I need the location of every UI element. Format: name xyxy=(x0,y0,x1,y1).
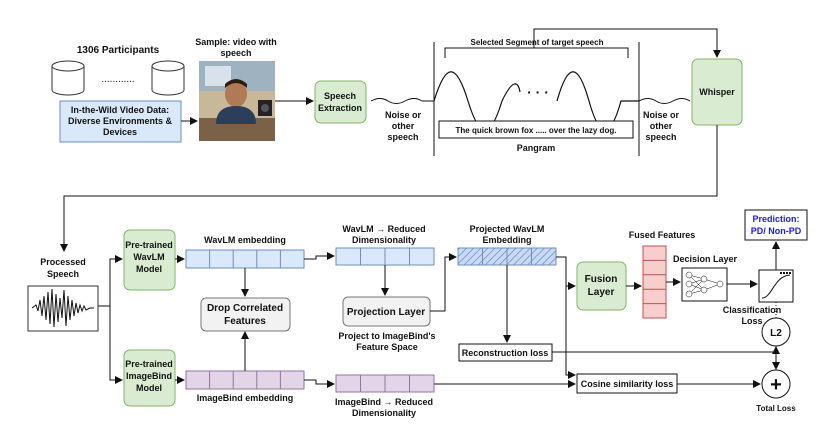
imagebind-reduced-line1: ImageBind → Reduced xyxy=(335,397,433,407)
database-icon xyxy=(151,60,185,96)
noise-left-line2: other xyxy=(392,121,415,131)
decision-layer-label: Decision Layer xyxy=(673,254,738,264)
drop-correlated-line1: Drop Correlated xyxy=(207,303,283,314)
pangram-label: Pangram xyxy=(517,143,556,153)
reconstruction-loss-label: Reconstruction loss xyxy=(462,348,549,358)
speech-extraction-box xyxy=(314,80,367,124)
imagebind-model-line1: Pre-trained xyxy=(125,359,173,369)
speech-wave-left-noise xyxy=(370,98,434,104)
fused-features-label: Fused Features xyxy=(629,230,696,240)
projection-layer-label: Projection Layer xyxy=(347,307,425,318)
processed-speech-line1: Processed xyxy=(40,257,86,267)
projected-embedding-line2: Embedding xyxy=(483,235,532,245)
project-to-line1: Project to ImageBind's xyxy=(338,331,435,341)
selected-segment-label: Selected Segment of target speech xyxy=(471,38,604,47)
segment-bracket xyxy=(444,47,629,58)
imagebind-model-line3: Model xyxy=(136,383,162,393)
classification-loss-line1: Classification xyxy=(723,305,782,315)
sample-label-line2: speech xyxy=(220,48,251,58)
database-dots: ............ xyxy=(101,74,134,85)
fused-features-vector xyxy=(642,245,667,319)
projected-embedding-line1: Projected WavLM xyxy=(470,224,545,234)
drop-correlated-line2: Features xyxy=(224,316,266,327)
sample-video-image xyxy=(199,61,275,141)
audio-waveform-icon xyxy=(27,285,99,332)
wavlm-reduced-vector xyxy=(335,247,435,266)
speech-wave-right-noise xyxy=(638,98,691,104)
wavlm-reduced-line1: WavLM → Reduced xyxy=(342,224,425,234)
arrow-whisper-to-processed xyxy=(60,125,718,252)
wavlm-reduced-line2: Dimensionality xyxy=(352,235,416,245)
imagebind-embedding-label: ImageBind embedding xyxy=(197,393,294,403)
noise-left-line1: Noise or xyxy=(385,110,422,120)
pangram-sentence-box xyxy=(438,120,634,139)
projected-wavlm-vector xyxy=(457,247,557,266)
in-the-wild-line3: Devices xyxy=(103,127,137,137)
fusion-layer-box xyxy=(576,261,627,311)
participants-label: 1306 Participants xyxy=(77,45,160,56)
wavlm-model-line3: Model xyxy=(136,264,162,274)
database-icon xyxy=(51,60,85,96)
fusion-layer-line2: Layer xyxy=(588,287,615,298)
arrow-to-wavlm-reduced xyxy=(304,252,335,260)
arrow-to-imagebind-reduced xyxy=(304,379,335,388)
prediction-line2: PD/ Non-PD xyxy=(751,226,802,236)
wavlm-model-line2: WavLM xyxy=(133,252,164,262)
noise-right-line2: other xyxy=(650,121,673,131)
imagebind-embedding-vector xyxy=(185,370,305,390)
in-the-wild-line1: In-the-Wild Video Data: xyxy=(71,105,169,115)
imagebind-reduced-line2: Dimensionality xyxy=(352,408,416,418)
wavlm-model-box xyxy=(123,229,176,291)
in-the-wild-line2: Diverse Environments & xyxy=(68,116,173,126)
speech-extraction-line2: Extraction xyxy=(318,103,362,113)
whisper-label: Whisper xyxy=(699,87,735,97)
prediction-box xyxy=(744,209,808,241)
pangram-sentence: The quick brown fox ..... over the lazy … xyxy=(456,126,617,135)
noise-left-line3: speech xyxy=(387,132,418,142)
total-loss-node xyxy=(761,369,791,399)
imagebind-model-box xyxy=(123,349,176,407)
classification-loss-line2: Loss xyxy=(741,316,762,326)
sigmoid-output-plot xyxy=(758,269,794,303)
arrow-segment-to-whisper xyxy=(533,28,721,58)
noise-right-line1: Noise or xyxy=(643,110,680,120)
sample-label-line1: Sample: video with xyxy=(195,37,277,47)
noise-right-line3: speech xyxy=(645,132,676,142)
arrow-speech-to-wavlm xyxy=(98,255,123,307)
arrow-projection-to-projected xyxy=(430,253,457,312)
in-the-wild-data-box xyxy=(59,100,182,143)
project-to-line2: Feature Space xyxy=(356,342,418,352)
fusion-layer-line1: Fusion xyxy=(585,274,618,285)
speech-extraction-line1: Speech xyxy=(324,91,356,101)
arrow-projected-to-cosine xyxy=(556,256,576,379)
wavlm-embedding-label: WavLM embedding xyxy=(204,235,286,245)
wavlm-model-line1: Pre-trained xyxy=(125,240,173,250)
l2-label: L2 xyxy=(770,328,782,339)
arrow-reconstruction-to-l2 xyxy=(552,346,780,354)
arrow-speech-to-imagebind xyxy=(109,306,123,384)
processed-speech-line2: Speech xyxy=(47,269,79,279)
neural-network-icon xyxy=(681,267,728,302)
drop-correlated-box xyxy=(200,297,291,332)
wavlm-embedding-vector xyxy=(185,249,305,269)
cosine-loss-label: Cosine similarity loss xyxy=(581,379,674,389)
prediction-line1: Prediction: xyxy=(752,214,799,224)
total-loss-label: Total Loss xyxy=(756,404,796,413)
wave-ellipsis: · · · xyxy=(527,84,549,100)
imagebind-model-line2: ImageBind xyxy=(126,371,172,381)
plus-symbol: + xyxy=(770,374,782,396)
imagebind-reduced-vector xyxy=(335,374,435,393)
